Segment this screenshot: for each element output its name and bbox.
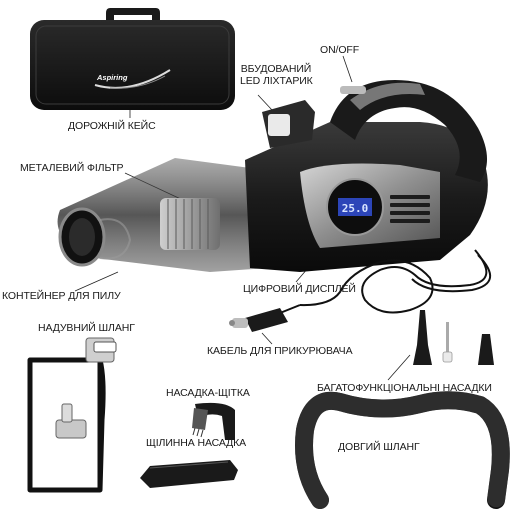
label-led-flashlight-2: LED ЛІХТАРИК <box>240 75 313 87</box>
brush-nozzle <box>192 402 235 440</box>
label-dust-container: КОНТЕЙНЕР ДЛЯ ПИЛУ <box>2 290 121 302</box>
label-inflation-hose: НАДУВНИЙ ШЛАНГ <box>38 322 135 334</box>
label-digital-display: ЦИФРОВИЙ ДИСПЛЕЙ <box>243 283 356 295</box>
label-metal-filter: МЕТАЛЕВИЙ ФІЛЬТР <box>20 162 124 174</box>
label-brush-nozzle: НАСАДКА-ЩІТКА <box>166 387 250 399</box>
vacuum-cleaner <box>57 80 488 272</box>
label-long-hose: ДОВГИЙ ШЛАНГ <box>338 441 420 453</box>
car-lighter-plug <box>229 308 288 332</box>
travel-case <box>30 8 235 110</box>
label-crevice-nozzle: ЩІЛИННА НАСАДКА <box>146 437 247 449</box>
multifunction-nozzles <box>413 310 494 365</box>
label-lighter-cable: КАБЕЛЬ ДЛЯ ПРИКУРЮВАЧА <box>207 345 353 357</box>
label-travel-case: ДОРОЖНІЙ КЕЙС <box>68 120 156 132</box>
brand-logo-text: Aspiring <box>96 73 128 82</box>
display-readout: 25.0 <box>342 202 369 215</box>
label-on-off: ON/OFF <box>320 44 360 56</box>
label-multifunction-nozzles: БАГАТОФУНКЦІОНАЛЬНІ НАСАДКИ <box>317 382 492 394</box>
crevice-nozzle <box>140 460 238 488</box>
label-led-flashlight-1: ВБУДОВАНИЙ <box>240 63 312 75</box>
long-hose <box>295 391 510 509</box>
inflation-hose <box>27 337 117 493</box>
